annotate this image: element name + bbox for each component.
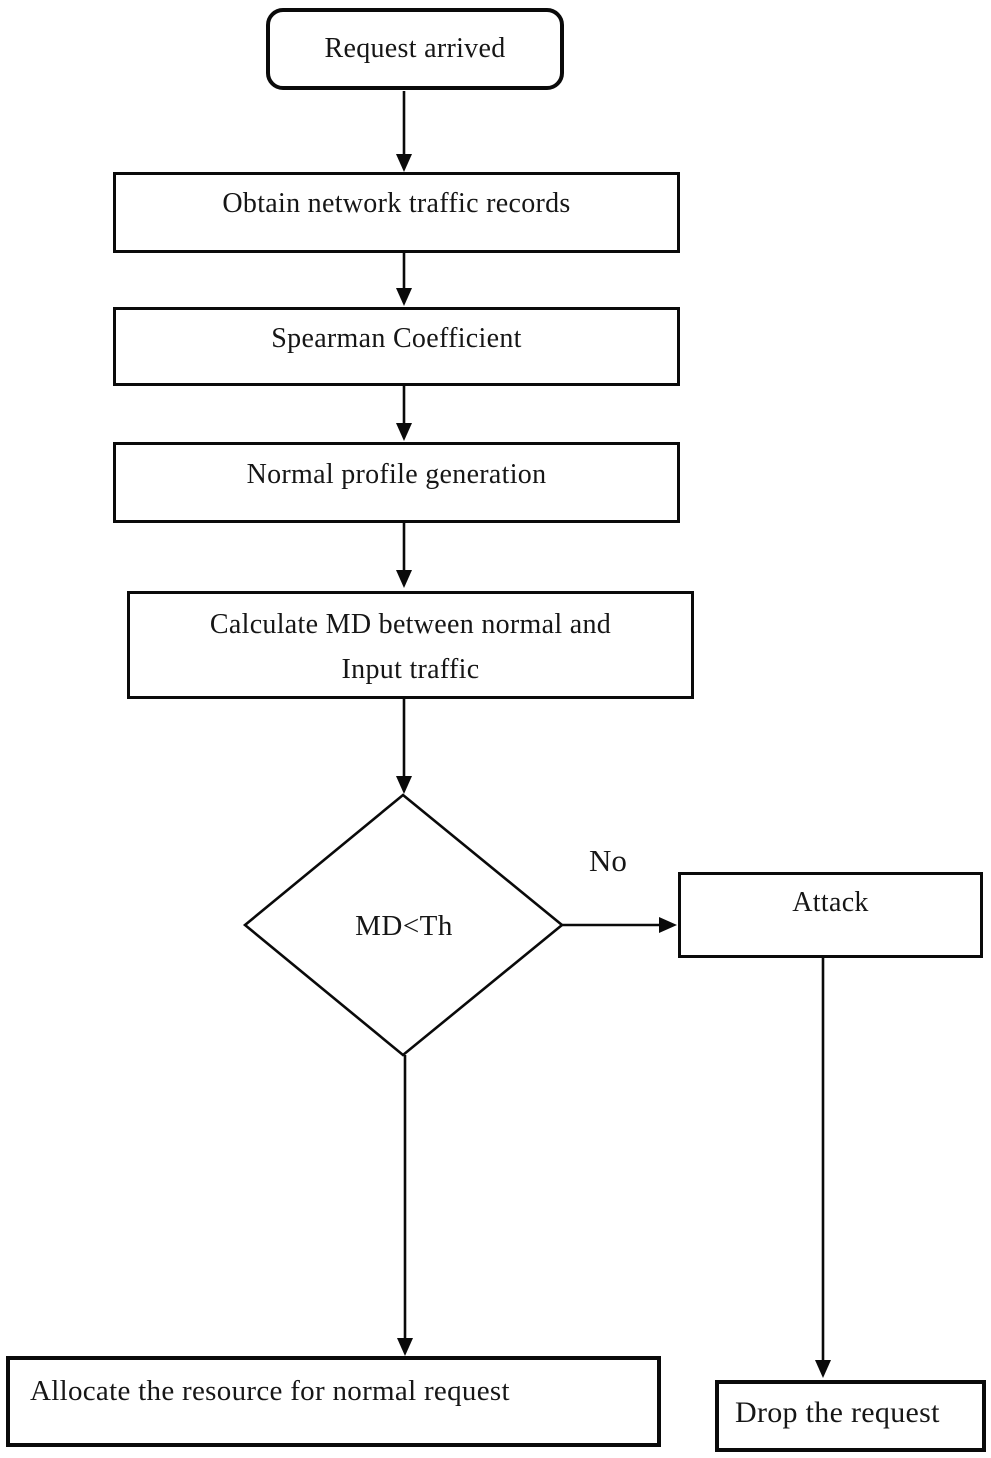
node-allocate-resource: Allocate the resource for normal request [6,1356,661,1447]
node-request-arrived-label: Request arrived [324,32,506,64]
arrowhead [396,288,412,306]
node-attack-label: Attack [792,887,869,918]
arrowhead [396,154,412,172]
node-allocate-label: Allocate the resource for normal request [30,1375,510,1407]
decision-md-th-label: MD<Th [355,910,453,942]
arrowhead [659,917,677,933]
node-spearman-label: Spearman Coefficient [271,323,522,354]
arrowhead [396,570,412,588]
node-calculate-md-line2: Input traffic [341,654,480,685]
node-obtain-network-traffic-records: Obtain network traffic records [113,172,680,253]
node-spearman-coefficient: Spearman Coefficient [113,307,680,386]
node-calculate-md-line1: Calculate MD between normal and [209,609,612,640]
node-request-arrived: Request arrived [266,8,564,90]
arrowhead [396,423,412,441]
node-calculate-md: Calculate MD between normal and Input tr… [127,591,694,699]
arrowhead [815,1360,831,1378]
arrowhead [397,1338,413,1356]
node-attack: Attack [678,872,983,958]
node-normal-profile-generation: Normal profile generation [113,442,680,523]
arrowhead [396,776,412,794]
node-obtain-label: Obtain network traffic records [222,188,571,219]
node-profile-label: Normal profile generation [246,459,547,490]
node-drop-label: Drop the request [735,1396,940,1429]
node-drop-request: Drop the request [715,1380,986,1452]
edge-label-no: No [589,843,627,878]
